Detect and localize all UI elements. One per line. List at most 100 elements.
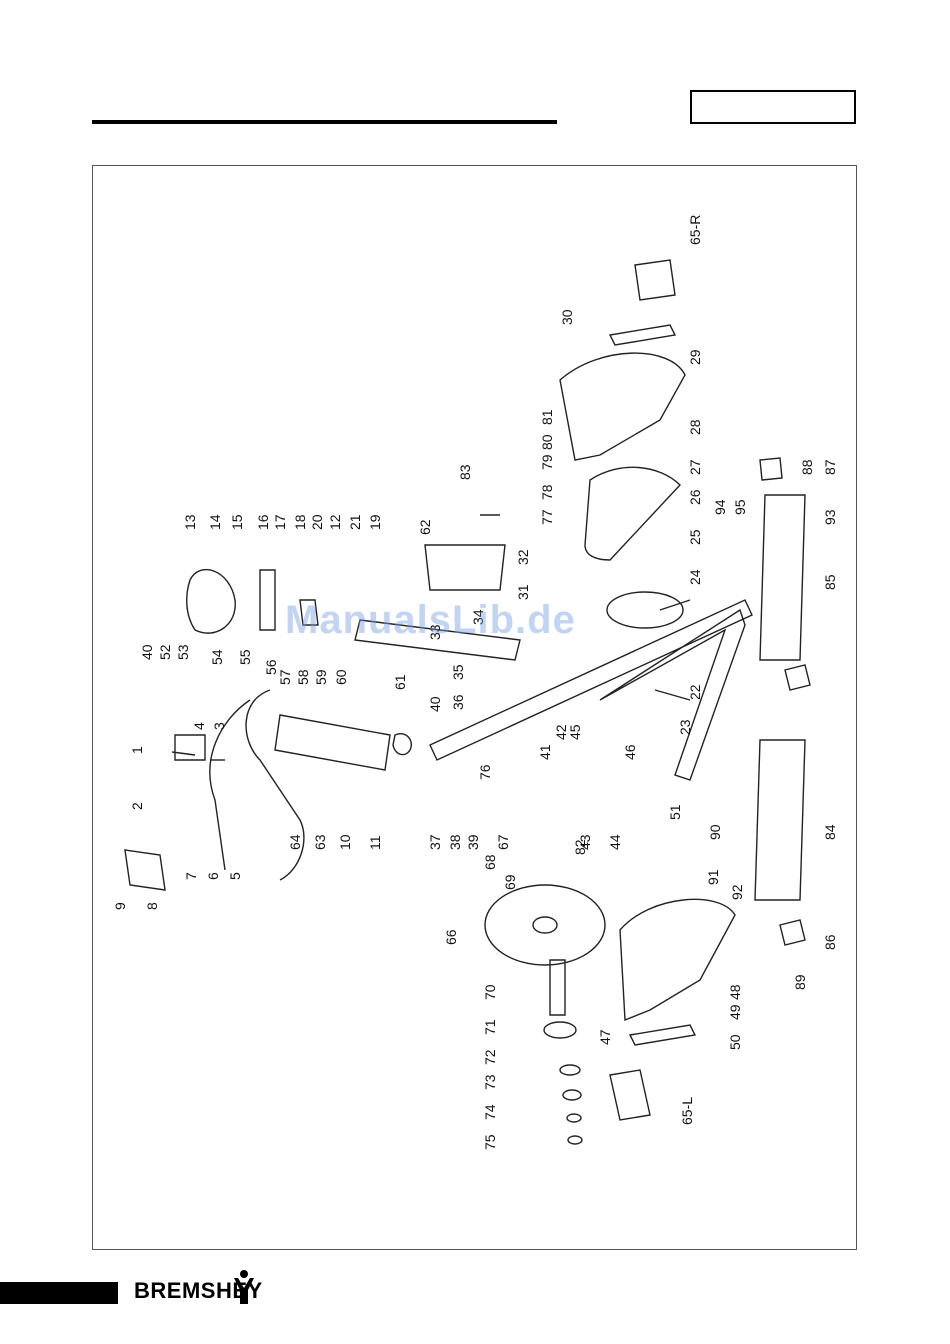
part-label: 44 bbox=[607, 834, 623, 850]
part-label: 47 bbox=[597, 1029, 613, 1045]
part-label: 68 bbox=[482, 854, 498, 870]
part-label: 65-L bbox=[679, 1097, 695, 1125]
part-label: 81 bbox=[539, 409, 555, 425]
pedal-right bbox=[634, 259, 676, 301]
part-label: 9 bbox=[112, 902, 128, 910]
seat-slider bbox=[259, 569, 276, 631]
part-label: 4 bbox=[191, 722, 207, 730]
part-label: 54 bbox=[209, 649, 225, 665]
part-label: 34 bbox=[470, 609, 486, 625]
part-label: 20 bbox=[309, 514, 325, 530]
part-label: 65-R bbox=[687, 215, 703, 245]
pedal-left bbox=[609, 1069, 651, 1121]
exploded-view-frame bbox=[92, 165, 857, 1250]
part-label: 6 bbox=[205, 872, 221, 880]
part-label: 31 bbox=[515, 584, 531, 600]
part-label: 79 bbox=[539, 454, 555, 470]
main-frame-tube bbox=[429, 599, 753, 761]
part-label: 7 bbox=[183, 872, 199, 880]
part-label: 78 bbox=[539, 484, 555, 500]
bearing-73 bbox=[559, 1064, 581, 1076]
part-label: 71 bbox=[482, 1019, 498, 1035]
handlebar bbox=[209, 689, 305, 881]
part-label: 90 bbox=[707, 824, 723, 840]
part-label: 40 bbox=[427, 696, 443, 712]
part-label: 59 bbox=[313, 669, 329, 685]
chain-wheel bbox=[606, 591, 684, 629]
part-label: 17 bbox=[272, 514, 288, 530]
part-label: 62 bbox=[417, 519, 433, 535]
part-label: 27 bbox=[687, 459, 703, 475]
part-label: 42 bbox=[553, 724, 569, 740]
resistance-knob bbox=[392, 733, 412, 756]
part-label: 14 bbox=[207, 514, 223, 530]
chain-cover-left bbox=[619, 898, 736, 1022]
header-rule bbox=[92, 120, 557, 124]
part-label: 51 bbox=[667, 804, 683, 820]
part-label: 12 bbox=[327, 514, 343, 530]
part-label: 55 bbox=[237, 649, 253, 665]
part-label: 38 bbox=[447, 834, 463, 850]
rear-frame-diagonal bbox=[599, 608, 746, 781]
part-label: 58 bbox=[295, 669, 311, 685]
footer-bar bbox=[0, 1282, 118, 1304]
crank-arm-right bbox=[608, 324, 677, 346]
part-label: 32 bbox=[515, 549, 531, 565]
bearing-71 bbox=[543, 1021, 577, 1039]
crank-arm-left bbox=[628, 1024, 697, 1046]
part-label: 57 bbox=[277, 669, 293, 685]
part-label: 16 bbox=[255, 514, 271, 530]
seat bbox=[186, 569, 236, 634]
part-label: 21 bbox=[347, 514, 363, 530]
part-label: 30 bbox=[559, 309, 575, 325]
part-label: 91 bbox=[705, 869, 721, 885]
part-label: 94 bbox=[712, 499, 728, 515]
part-label: 36 bbox=[450, 694, 466, 710]
part-label: 67 bbox=[495, 834, 511, 850]
part-label: 92 bbox=[729, 884, 745, 900]
part-label: 37 bbox=[427, 834, 443, 850]
part-label: 35 bbox=[450, 664, 466, 680]
part-label: 89 bbox=[792, 974, 808, 990]
axle bbox=[549, 959, 566, 1016]
part-label: 18 bbox=[292, 514, 308, 530]
part-label: 85 bbox=[822, 574, 838, 590]
part-label: 23 bbox=[677, 719, 693, 735]
part-label: 29 bbox=[687, 349, 703, 365]
part-label: 50 bbox=[727, 1034, 743, 1050]
part-label: 26 bbox=[687, 489, 703, 505]
water-bottle-holder bbox=[174, 734, 206, 761]
part-label: 43 bbox=[577, 834, 593, 850]
part-label: 75 bbox=[482, 1134, 498, 1150]
part-label: 48 bbox=[727, 984, 743, 1000]
part-label: 88 bbox=[799, 459, 815, 475]
foot-top bbox=[759, 457, 783, 481]
part-label: 95 bbox=[732, 499, 748, 515]
part-label: 87 bbox=[822, 459, 838, 475]
part-label: 39 bbox=[465, 834, 481, 850]
part-label: 2 bbox=[129, 802, 145, 810]
rear-stabilizer bbox=[759, 494, 806, 661]
part-label: 66 bbox=[443, 929, 459, 945]
part-label: 13 bbox=[182, 514, 198, 530]
seat-adjust-plate bbox=[299, 599, 319, 626]
part-label: 22 bbox=[687, 684, 703, 700]
part-label: 25 bbox=[687, 529, 703, 545]
part-label: 70 bbox=[482, 984, 498, 1000]
part-label: 11 bbox=[367, 835, 383, 850]
part-label: 15 bbox=[229, 514, 245, 530]
part-label: 84 bbox=[822, 824, 838, 840]
part-label: 63 bbox=[312, 834, 328, 850]
part-label: 82 bbox=[572, 839, 588, 855]
foot-86 bbox=[784, 664, 811, 691]
part-label: 61 bbox=[392, 674, 408, 690]
part-label: 64 bbox=[287, 834, 303, 850]
part-label: 1 bbox=[129, 746, 145, 754]
part-label: 3 bbox=[211, 722, 227, 730]
chain-cover-right bbox=[559, 352, 686, 461]
part-label: 49 bbox=[727, 1004, 743, 1020]
part-label: 83 bbox=[457, 464, 473, 480]
flywheel-hub bbox=[532, 916, 558, 934]
part-label: 56 bbox=[263, 659, 279, 675]
